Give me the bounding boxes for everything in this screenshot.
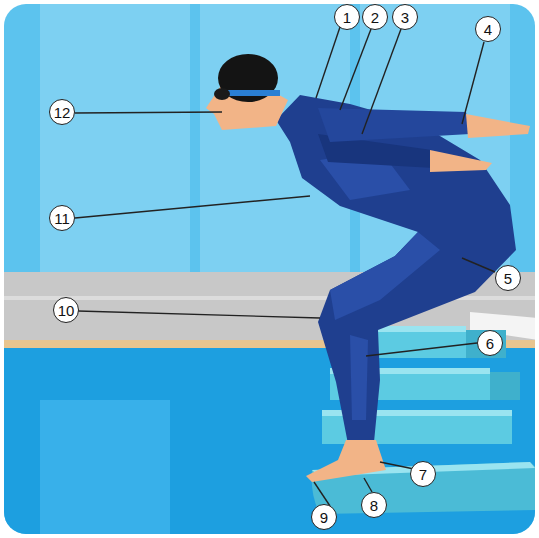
- callout-number: 5: [504, 271, 512, 286]
- callout-number: 8: [370, 498, 378, 513]
- callout-circle: 6: [477, 330, 503, 356]
- callout-number: 11: [54, 211, 70, 226]
- callout-circle: 7: [410, 461, 436, 487]
- callout-circle: 8: [361, 492, 387, 518]
- callout-circle: 3: [392, 4, 418, 30]
- callout-number: 10: [58, 303, 75, 318]
- callout-number: 2: [371, 10, 379, 25]
- callout-circle: 4: [475, 16, 501, 42]
- callout-circle: 2: [362, 4, 388, 30]
- callout-number: 3: [401, 10, 409, 25]
- callout-number: 4: [484, 22, 492, 37]
- callout-number: 9: [320, 510, 328, 525]
- callout-circle: 12: [49, 99, 75, 125]
- callout-number: 1: [343, 10, 351, 25]
- callout-number: 12: [54, 105, 71, 120]
- callout-circle: 5: [495, 265, 521, 291]
- callout-circle: 1: [334, 4, 360, 30]
- callout-circle: 11: [49, 205, 75, 231]
- callout-number: 6: [486, 336, 494, 351]
- callout-circle: 10: [53, 297, 79, 323]
- callout-number: 7: [419, 467, 427, 482]
- callout-circle: 9: [311, 504, 337, 530]
